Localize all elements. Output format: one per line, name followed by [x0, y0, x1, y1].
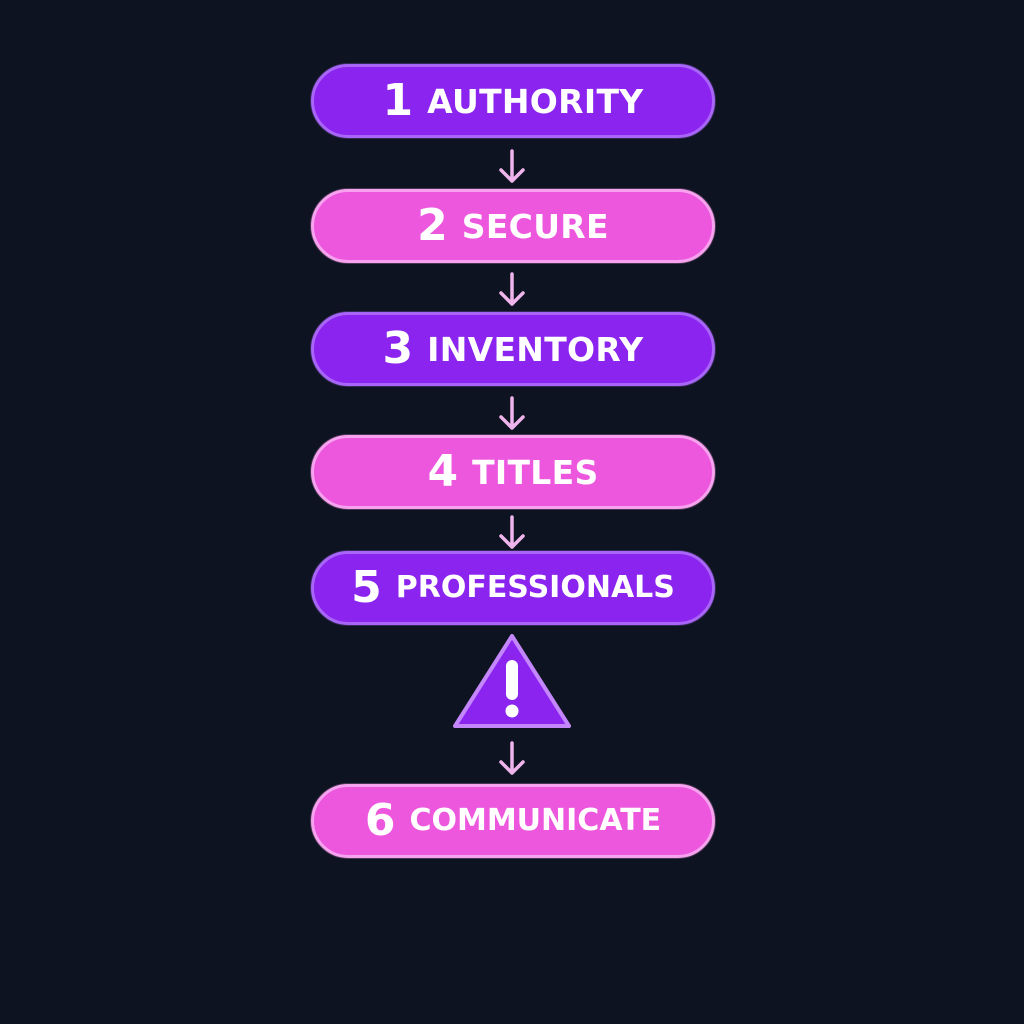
step-3-label: INVENTORY: [427, 329, 644, 369]
step-3-box: 3 INVENTORY: [311, 312, 715, 386]
step-6-number: 6: [364, 795, 396, 846]
warning-icon: [449, 630, 575, 732]
step-2-box: 2 SECURE: [311, 189, 715, 263]
step-6-box: 6 COMMUNICATE: [311, 784, 715, 858]
arrow-down-icon: [492, 148, 532, 186]
step-2-number: 2: [417, 200, 448, 251]
step-5-number: 5: [351, 562, 382, 613]
step-6-label: COMMUNICATE: [409, 803, 662, 838]
step-4-box: 4 TITLES: [311, 435, 715, 509]
step-5-label: PROFESSIONALS: [395, 570, 675, 605]
step-4-number: 4: [427, 446, 459, 497]
step-1-number: 1: [382, 75, 414, 126]
arrow-down-icon: [492, 395, 532, 433]
arrow-down-icon: [492, 740, 532, 778]
step-1-box: 1 AUTHORITY: [311, 64, 715, 138]
step-2-label: SECURE: [461, 206, 609, 246]
arrow-down-icon: [492, 271, 532, 309]
step-3-number: 3: [382, 323, 414, 374]
step-5-box: 5 PROFESSIONALS: [311, 551, 715, 625]
step-1-label: AUTHORITY: [427, 81, 644, 121]
step-4-label: TITLES: [472, 452, 599, 492]
arrow-down-icon: [492, 514, 532, 552]
